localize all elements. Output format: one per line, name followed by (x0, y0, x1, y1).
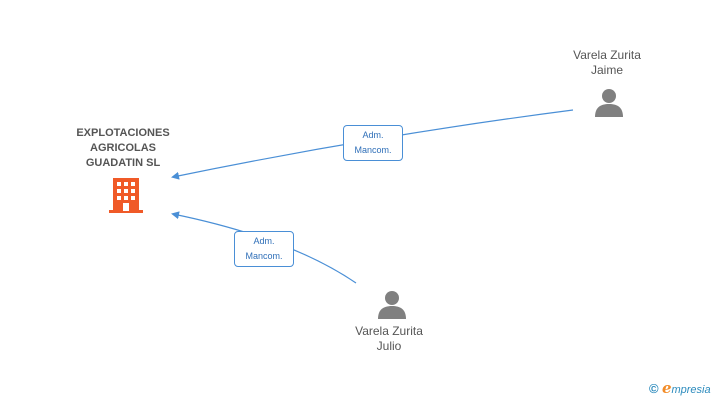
person-name-julio[interactable]: Varela Zurita Julio (355, 324, 423, 353)
copyright-symbol: © (649, 381, 659, 396)
building-icon[interactable] (109, 177, 143, 213)
person-icon[interactable] (594, 88, 624, 118)
empresia-watermark: © empresia (649, 379, 711, 399)
empresia-logo-initial: e (661, 379, 672, 397)
person-name-jaime[interactable]: Varela Zurita Jaime (573, 48, 641, 77)
person-icon[interactable] (377, 290, 407, 320)
company-name[interactable]: EXPLOTACIONES AGRICOLAS GUADATIN SL (76, 127, 170, 169)
edge-label-jaime[interactable]: Adm. Mancom. (343, 125, 403, 161)
edge-label-julio[interactable]: Adm. Mancom. (234, 231, 294, 267)
empresia-logo-text: mpresia (671, 384, 711, 396)
